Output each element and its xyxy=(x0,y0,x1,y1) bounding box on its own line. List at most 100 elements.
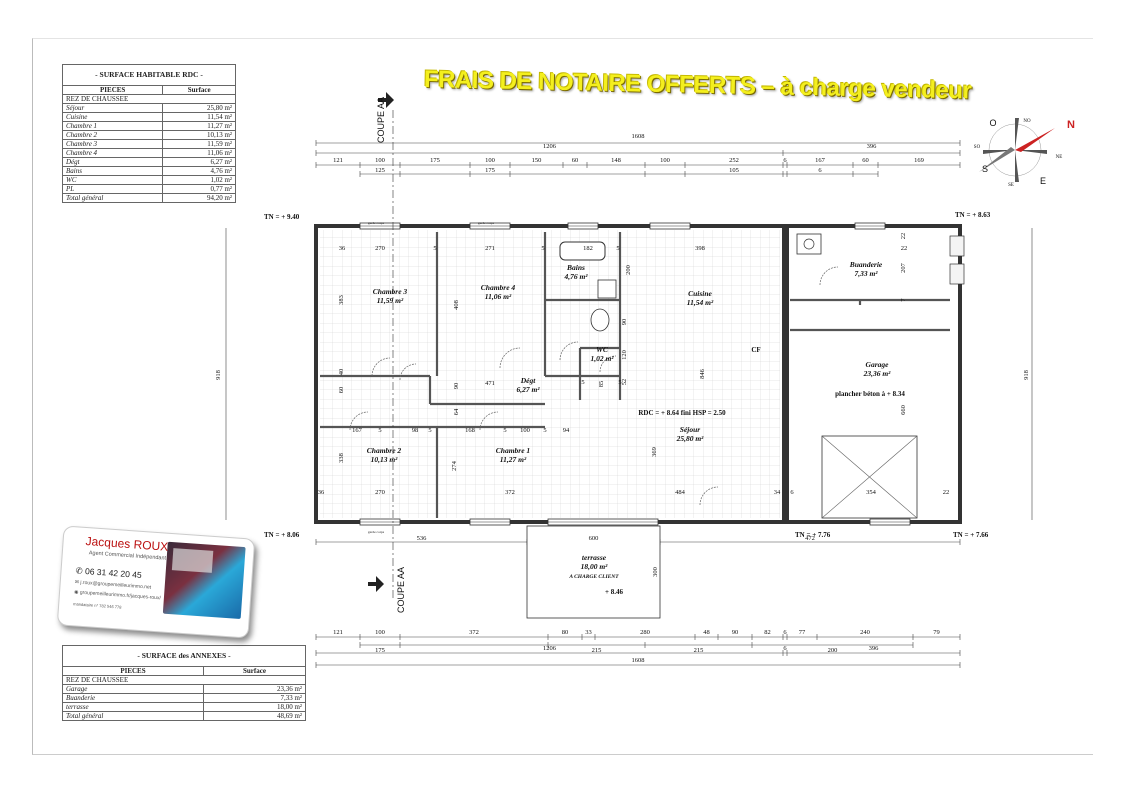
inner-dimension: 85 xyxy=(598,381,605,388)
compass-se-label: SE xyxy=(1008,183,1014,188)
compass-point xyxy=(1015,150,1047,154)
inner-dimension: 22 xyxy=(900,233,907,240)
terrace-note: A CHARGE CLIENT xyxy=(568,574,619,580)
washbasin xyxy=(597,279,617,299)
exterior-unit xyxy=(949,263,965,285)
inner-dimension: 5 xyxy=(618,379,621,386)
dimension-label: 105 xyxy=(729,167,739,174)
inner-dimension: 338 xyxy=(338,453,345,463)
inner-dimension: 52 xyxy=(621,379,628,386)
compass-no-label: NO xyxy=(1023,119,1031,124)
inner-dimension: 5 xyxy=(543,427,546,434)
dimension-label: 396 xyxy=(867,143,878,150)
inner-dimension: 274 xyxy=(451,460,458,471)
room-name: Chambre 4 xyxy=(481,283,516,292)
level-label: TN = + 7.76 xyxy=(795,531,831,539)
level-label: plancher béton à + 8.34 xyxy=(835,390,905,398)
terrace-area: 18,00 m² xyxy=(581,562,609,571)
dimension-label: 175 xyxy=(375,647,385,654)
inner-dimension: 207 xyxy=(900,262,907,273)
inner-dimension: 168 xyxy=(465,427,475,434)
compass-ne-label: NE xyxy=(1056,155,1063,160)
compass-so-label: SO xyxy=(974,145,981,150)
dimension-label: 121 xyxy=(333,157,343,164)
door-swing xyxy=(559,341,579,361)
room-name: Dégt xyxy=(520,376,536,385)
dimension-label: 100 xyxy=(375,157,385,164)
level-label: + 8.46 xyxy=(605,588,623,596)
inner-dimension: 484 xyxy=(675,489,686,496)
room-name: WC xyxy=(596,345,609,354)
section-label: COUPE AA xyxy=(376,97,386,143)
dimension-label: 918 xyxy=(215,370,222,380)
terrace-name: terrasse xyxy=(582,553,607,562)
dimension-label: 200 xyxy=(828,647,838,654)
inner-dimension: 270 xyxy=(375,245,385,252)
compass-point xyxy=(1015,118,1019,150)
room-name: Buanderie xyxy=(849,260,883,269)
dimension-label: 6 xyxy=(818,167,822,174)
dimension-label: 372 xyxy=(469,629,479,636)
dimension-label: 600 xyxy=(589,535,599,542)
compass-s-label: S xyxy=(982,164,988,174)
annex-area xyxy=(790,230,950,518)
inner-dimension: 354 xyxy=(866,489,877,496)
terrace-outline xyxy=(526,525,661,619)
room-name: Chambre 3 xyxy=(373,287,408,296)
dimension-label: 175 xyxy=(485,167,495,174)
dimension-label: 1206 xyxy=(543,645,557,652)
toilet xyxy=(590,308,610,332)
inner-dimension: 120 xyxy=(621,350,628,360)
inner-dimension: 271 xyxy=(485,245,495,252)
level-label: TN = + 9.40 xyxy=(264,213,300,221)
dimension-label: 80 xyxy=(562,629,569,636)
door-swing xyxy=(819,266,839,286)
inner-dimension: 471 xyxy=(485,380,495,387)
dimension-label: 1206 xyxy=(543,143,557,150)
dimension-label: 90 xyxy=(732,629,739,636)
compass-e-label: E xyxy=(1040,176,1046,186)
door-swing xyxy=(371,357,391,377)
inner-dimension: 64 xyxy=(453,408,460,415)
dimension-label: 472 xyxy=(805,535,815,542)
room-area: 6,27 m² xyxy=(516,385,540,394)
inner-dimension: 5 xyxy=(378,427,381,434)
inner-dimension: 60 xyxy=(338,387,345,394)
room-area: 1,02 m² xyxy=(590,354,614,363)
room-name: Total général xyxy=(61,193,164,203)
inner-dimension: 98 xyxy=(412,427,419,434)
inner-dimension: 5 xyxy=(541,245,544,252)
room-name: Séjour xyxy=(680,425,701,434)
dimension-label: 1608 xyxy=(632,133,645,140)
dimension-label: 240 xyxy=(860,629,870,636)
inner-dimension: 40 xyxy=(338,369,345,376)
inner-dimension: 383 xyxy=(338,295,345,305)
room-name: Garage xyxy=(866,360,890,369)
inner-dimension: 167 xyxy=(352,427,363,434)
inner-dimension: 6 xyxy=(790,489,794,496)
drawing-sheet xyxy=(32,38,1093,755)
door-swing xyxy=(479,411,499,431)
dimension-label: 100 xyxy=(375,629,385,636)
inner-dimension: 90 xyxy=(453,383,460,390)
section-arrow xyxy=(368,576,384,592)
dimension-label: 6 xyxy=(783,157,787,164)
compass-south-needle xyxy=(979,147,1015,172)
level-label: CF xyxy=(751,346,760,354)
inner-dimension: 408 xyxy=(453,300,460,310)
dimension-label: 77 xyxy=(799,629,806,636)
dimension-label: 1608 xyxy=(632,657,645,664)
garage-diagonal xyxy=(821,435,918,519)
dimension-label: 6 xyxy=(783,629,787,636)
level-label: RDC = + 8.64 fini HSP = 2.50 xyxy=(638,409,726,417)
inner-dimension: 372 xyxy=(505,489,515,496)
room-area: 7,33 m² xyxy=(854,269,878,278)
compass-point xyxy=(1015,150,1019,182)
inner-dimension: 36 xyxy=(339,245,346,252)
washing-machine-drum xyxy=(803,238,815,250)
inner-dimension: 7 xyxy=(900,298,907,302)
